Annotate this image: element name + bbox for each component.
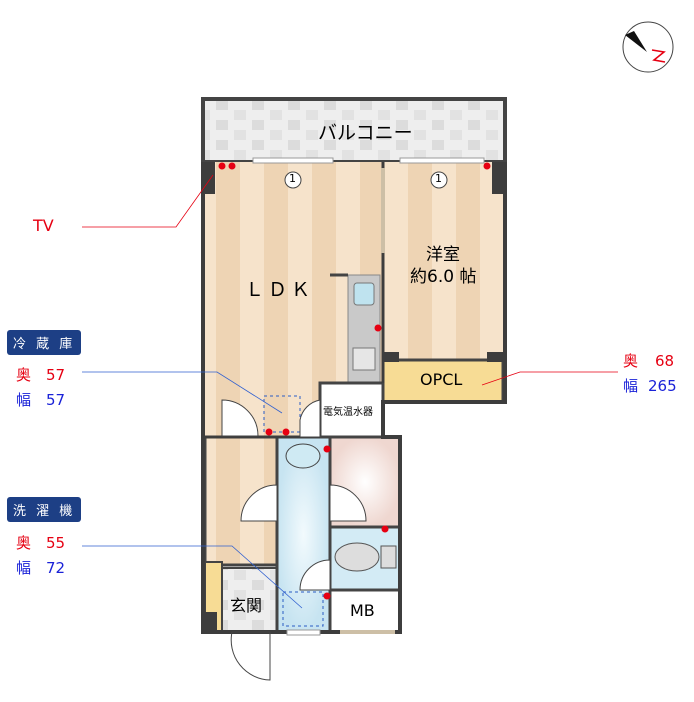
pillar — [383, 352, 399, 362]
balcony-label: バルコニー — [318, 122, 413, 144]
outlet — [265, 428, 273, 436]
corridor-door — [240, 484, 278, 522]
entrance-label: 玄関 — [230, 596, 263, 615]
opcl-depth-value: 68 — [655, 352, 675, 370]
fridge-width-label: 幅 — [16, 391, 32, 409]
washer-leader-line — [82, 545, 303, 609]
western-room — [383, 162, 503, 360]
fridge-depth: 奥 57 — [16, 364, 65, 385]
water-heater-label: 電気温水器 — [323, 407, 373, 418]
washer-depth-label: 奥 — [16, 534, 32, 552]
washer-space — [282, 591, 324, 627]
tv-leader-line — [82, 174, 214, 228]
opcl-width-label: 幅 — [623, 377, 639, 395]
western-room-window — [399, 157, 485, 164]
outlet — [323, 445, 331, 453]
outlet — [483, 162, 491, 170]
window-mark-circle — [284, 171, 302, 189]
opcl-depth: 奥 68 — [623, 350, 674, 371]
fridge-space — [263, 395, 301, 433]
fridge-depth-value: 57 — [46, 366, 66, 384]
toilet-door — [299, 559, 331, 591]
sliding-door — [381, 168, 385, 253]
outlet — [381, 525, 389, 533]
wash-basin — [285, 443, 321, 469]
pillar — [487, 352, 503, 362]
fridge-badge: 冷 蔵 庫 — [7, 330, 82, 355]
fridge-width: 幅 57 — [16, 389, 65, 410]
outlets — [218, 162, 491, 600]
doors — [221, 399, 367, 681]
western-room-size: 約6.0 帖 — [410, 267, 477, 287]
ih-stove — [352, 347, 376, 371]
water-heater-door — [299, 399, 321, 438]
mb-box — [328, 588, 402, 634]
washroom — [275, 435, 332, 634]
ldk-door — [221, 399, 259, 437]
outlet — [282, 428, 290, 436]
entrance-floor — [221, 567, 278, 633]
washer-depth: 奥 55 — [16, 532, 65, 553]
front-door — [230, 631, 271, 681]
pillar — [492, 162, 505, 194]
toilet-bowl — [334, 542, 380, 572]
outlet — [228, 162, 236, 170]
outlet — [374, 324, 382, 332]
opcl-depth-label: 奥 — [623, 352, 639, 370]
western-room-label: 洋室 — [426, 245, 460, 265]
fridge-depth-label: 奥 — [16, 366, 32, 384]
opcl-label: OPCL — [420, 370, 463, 389]
washroom-window — [286, 629, 321, 636]
washer-badge: 洗 濯 機 — [7, 497, 82, 522]
washer-width-label: 幅 — [16, 559, 32, 577]
toilet-tank — [380, 545, 397, 569]
fridge-leader-line — [82, 371, 283, 414]
outlet — [218, 162, 226, 170]
pillar — [203, 612, 217, 632]
opcl-width: 幅 265 — [623, 375, 677, 396]
pillar — [203, 162, 215, 194]
washer-width: 幅 72 — [16, 557, 65, 578]
compass-north-mark — [651, 49, 666, 63]
mb-label: MB — [350, 601, 375, 620]
kitchen-sink — [353, 282, 375, 306]
fridge-width-value: 57 — [46, 391, 66, 409]
structural-pillars — [203, 162, 505, 632]
window-mark-western: 1 — [435, 172, 442, 185]
window-mark-ldk: 1 — [289, 172, 296, 185]
washer-depth-value: 55 — [46, 534, 66, 552]
tv-label: TV — [33, 216, 54, 235]
window-mark-circle — [430, 171, 448, 189]
ldk-window — [252, 157, 334, 164]
opcl-width-value: 265 — [648, 377, 677, 395]
washer-width-value: 72 — [46, 559, 66, 577]
compass-icon — [622, 21, 674, 73]
compass-needle — [625, 31, 647, 52]
compass-ring — [622, 21, 674, 73]
ldk-label: ＬＤＫ — [245, 279, 315, 301]
opcl-leader-line — [481, 371, 618, 386]
mb-door — [340, 630, 395, 634]
outlet — [323, 592, 331, 600]
bathroom-door — [329, 484, 367, 522]
windows — [252, 157, 485, 636]
